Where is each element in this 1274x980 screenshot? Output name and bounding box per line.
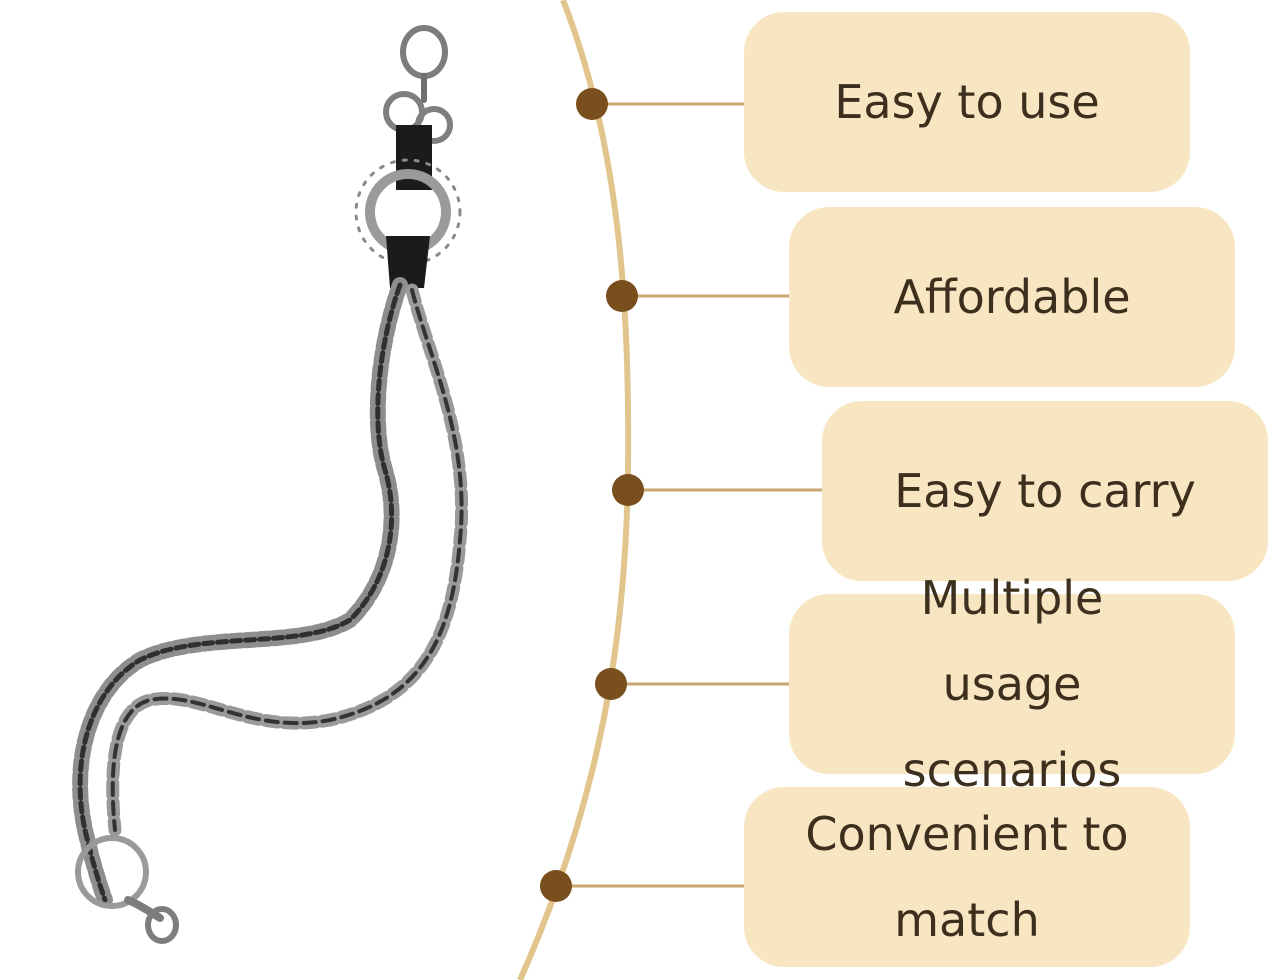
timeline-dot — [576, 88, 608, 120]
feature-convenient-to-match: Convenient to match — [744, 787, 1190, 967]
timeline-dots — [540, 88, 644, 902]
timeline-dot — [612, 474, 644, 506]
timeline-dot — [606, 280, 638, 312]
connector-lines — [556, 102, 822, 888]
chain-keychain-icon — [72, 25, 469, 944]
feature-multiple-usage-scenarios: Multiple usage scenarios — [789, 571, 1235, 797]
feature-easy-to-use: Easy to use — [744, 12, 1190, 192]
feature-label: Convenient to match — [805, 807, 1129, 947]
timeline-dot — [540, 870, 572, 902]
feature-affordable: Affordable — [789, 207, 1235, 387]
feature-label: Affordable — [893, 270, 1131, 324]
feature-label: Multiple usage scenarios — [902, 571, 1122, 797]
feature-label: Easy to carry — [894, 464, 1196, 518]
timeline-dot — [595, 668, 627, 700]
timeline-arc — [517, 0, 632, 980]
feature-easy-to-carry: Easy to carry — [822, 401, 1268, 581]
feature-label: Easy to use — [834, 75, 1100, 129]
